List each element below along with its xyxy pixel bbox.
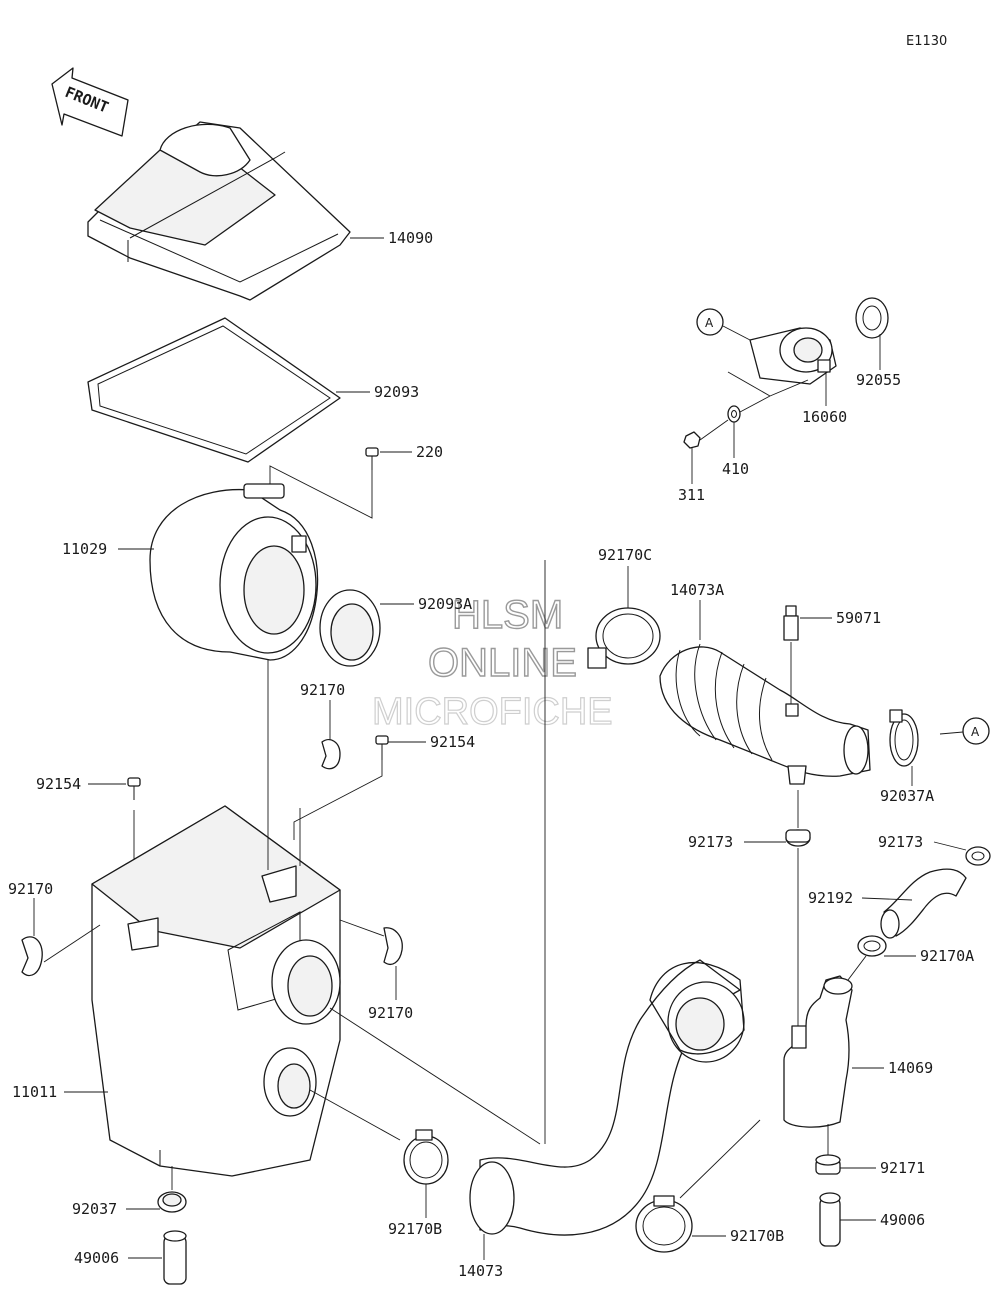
- part-92173-clip-left: [785, 790, 811, 1026]
- callout-92170B-right: 92170B: [730, 1227, 784, 1245]
- callout-92170A: 92170A: [920, 947, 974, 965]
- part-92154-screw-right: [293, 735, 389, 840]
- part-92170C-clamp: [587, 607, 661, 669]
- watermark: HLSM ONLINE MICROFICHE: [371, 592, 613, 733]
- part-311-nut: [683, 395, 771, 449]
- callout-92173-left: 92173: [688, 833, 733, 851]
- watermark-line-3: MICROFICHE: [372, 691, 613, 733]
- part-92170-clip-upper: [321, 739, 341, 770]
- callout-14090: 14090: [388, 229, 433, 247]
- callout-410: 410: [722, 460, 749, 478]
- ref-letter: A: [971, 725, 980, 739]
- part-92037A-clamp: [889, 709, 919, 767]
- callout-92055: 92055: [856, 371, 901, 389]
- part-92037-clamp: [157, 1166, 187, 1213]
- part-410-washer: [727, 405, 741, 423]
- callout-14073: 14073: [458, 1262, 503, 1280]
- part-92170B-clamp-mid: [309, 1089, 449, 1185]
- callout-92170-upper: 92170: [300, 681, 345, 699]
- part-11011-air-box: [91, 660, 341, 1177]
- callout-14069: 14069: [888, 1059, 933, 1077]
- callout-11011: 11011: [12, 1083, 57, 1101]
- callout-92170-right: 92170: [368, 1004, 413, 1022]
- part-11029-filter-element: [149, 483, 319, 661]
- part-49006-drain-tube-left: [163, 1230, 187, 1285]
- part-92171-clamp: [815, 1154, 841, 1175]
- callout-92192: 92192: [808, 889, 853, 907]
- part-14069-separator: [783, 975, 853, 1160]
- callout-92170B-mid: 92170B: [388, 1220, 442, 1238]
- callout-92154-right: 92154: [430, 733, 475, 751]
- part-14073A-bellows-duct: [659, 643, 871, 785]
- callout-311: 311: [678, 486, 705, 504]
- diagram-id: E1130: [906, 34, 947, 49]
- part-14073-intake-duct: [329, 560, 745, 1236]
- part-92192-hose: [880, 868, 967, 939]
- callout-92173-right: 92173: [878, 833, 923, 851]
- callout-92037A: 92037A: [880, 787, 934, 805]
- watermark-line-2: ONLINE: [428, 641, 577, 685]
- callout-59071: 59071: [836, 609, 881, 627]
- callout-92154-left: 92154: [36, 775, 81, 793]
- part-220-screw: [269, 447, 379, 519]
- callout-49006-left: 49006: [74, 1249, 119, 1267]
- callout-16060: 16060: [802, 408, 847, 426]
- callout-49006-right: 49006: [880, 1211, 925, 1229]
- callout-92093A: 92093A: [418, 595, 472, 613]
- callout-leaders: [33, 237, 967, 1260]
- ref-letter: A: [705, 316, 714, 330]
- part-16060-fitting: [727, 327, 837, 397]
- callout-220: 220: [416, 443, 443, 461]
- callout-14073A: 14073A: [670, 581, 724, 599]
- callout-92170C: 92170C: [598, 546, 652, 564]
- callout-11029: 11029: [62, 540, 107, 558]
- part-14090-cover: [87, 121, 351, 301]
- front-arrow-icon: FRONT: [51, 67, 129, 137]
- part-49006-drain-tube-right: [819, 1192, 841, 1247]
- part-92170B-clamp-right: [635, 1119, 761, 1253]
- part-92173-clip-right: [965, 846, 991, 866]
- callout-labels: 14090 92093 220 11029 92093A 92170 92154…: [8, 229, 974, 1280]
- callout-92093: 92093: [374, 383, 419, 401]
- part-92055-gasket: [855, 297, 889, 339]
- part-92170A-clamp: [847, 935, 887, 981]
- part-92170-clip-right: [339, 919, 403, 965]
- callout-92037: 92037: [72, 1200, 117, 1218]
- ref-a-left: A: [696, 308, 751, 341]
- callout-92171: 92171: [880, 1159, 925, 1177]
- part-92093-gasket: [87, 317, 341, 463]
- part-92170-clip-left: [21, 924, 101, 977]
- part-59071-nipple: [783, 605, 799, 704]
- ref-a-right: A: [939, 717, 990, 745]
- part-92093A-seal-ring: [319, 589, 381, 667]
- callout-92170-left: 92170: [8, 880, 53, 898]
